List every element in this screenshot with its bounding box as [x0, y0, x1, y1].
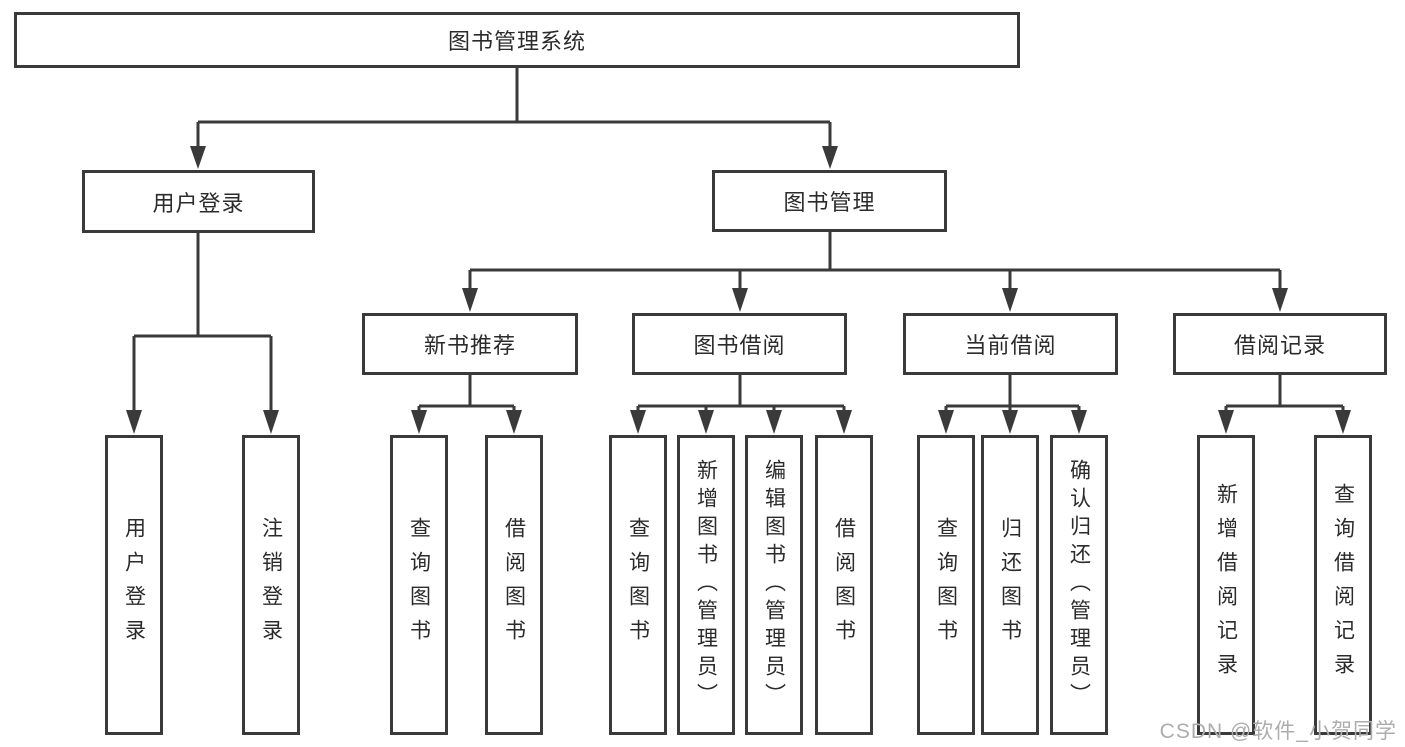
node-current-borrowing: 当前借阅 [903, 313, 1118, 375]
node-leaf-rec-add-record: 新增借阅记录 [1197, 435, 1255, 735]
node-label: 归还图书 [998, 517, 1022, 653]
arrowhead-icon [836, 410, 852, 434]
arrowhead-icon [766, 410, 782, 434]
node-leaf-bb-add-books-admin: 新增图书（管理员） [677, 435, 735, 735]
arrowhead-icon [1002, 288, 1018, 312]
node-leaf-cb-confirm-return-admin: 确认归还（管理员） [1050, 435, 1108, 735]
connector-book-mgmt-to-level3 [462, 232, 1288, 312]
node-label: 注销登录 [259, 517, 283, 653]
arrowhead-icon [630, 410, 646, 434]
arrowhead-icon [462, 288, 478, 312]
node-label: 新增借阅记录 [1214, 483, 1238, 687]
node-leaf-bb-edit-books-admin: 编辑图书（管理员） [745, 435, 803, 735]
node-label: 用户登录 [122, 517, 146, 653]
node-label: 图书管理 [783, 190, 876, 215]
node-label: 确认归还（管理员） [1067, 459, 1091, 711]
node-label: 查询图书 [407, 517, 431, 653]
node-label: 借阅记录 [1233, 333, 1326, 358]
node-label: 新书推荐 [423, 333, 516, 358]
node-leaf-cb-return-books: 归还图书 [981, 435, 1039, 735]
node-root: 图书管理系统 [14, 12, 1020, 68]
connector-book-borrowing-to-leaves [630, 375, 852, 434]
node-label: 查询借阅记录 [1331, 483, 1355, 687]
arrowhead-icon [822, 146, 838, 169]
node-label: 借阅图书 [832, 517, 856, 653]
node-user-login-group: 用户登录 [82, 170, 315, 233]
arrowhead-icon [1218, 410, 1234, 434]
node-label: 图书借阅 [693, 333, 786, 358]
arrowhead-icon [938, 410, 954, 434]
arrowhead-icon [698, 410, 714, 434]
connector-new-book-to-leaves [411, 375, 522, 434]
node-leaf-user-login: 用户登录 [105, 435, 163, 735]
connector-root-to-level2 [190, 68, 838, 169]
node-leaf-nb-query-books: 查询图书 [390, 435, 448, 735]
node-borrowing-records: 借阅记录 [1173, 313, 1387, 375]
connector-records-to-leaves [1218, 375, 1351, 434]
node-leaf-cb-query-books: 查询图书 [917, 435, 975, 735]
node-label: 查询图书 [626, 517, 650, 653]
connector-current-borrowing-to-leaves [938, 375, 1087, 434]
node-label: 用户登录 [152, 190, 245, 216]
node-label: 查询图书 [934, 517, 958, 653]
csdn-watermark: CSDN @软件_小贺同学 [1159, 720, 1397, 743]
node-book-management-group: 图书管理 [712, 170, 947, 232]
connector-user-login-to-leaves [126, 233, 279, 434]
node-leaf-bb-query-books: 查询图书 [609, 435, 667, 735]
node-leaf-logout: 注销登录 [242, 435, 300, 735]
node-label: 新增图书（管理员） [694, 459, 718, 711]
arrowhead-icon [190, 146, 206, 169]
arrowhead-icon [732, 288, 748, 312]
node-new-book-recommend: 新书推荐 [362, 313, 578, 375]
node-leaf-bb-borrow-books: 借阅图书 [815, 435, 873, 735]
arrowhead-icon [1002, 410, 1018, 434]
arrowhead-icon [126, 410, 142, 434]
node-leaf-rec-query-record: 查询借阅记录 [1314, 435, 1372, 735]
node-leaf-nb-borrow-books: 借阅图书 [485, 435, 543, 735]
arrowhead-icon [506, 410, 522, 434]
arrowhead-icon [1335, 410, 1351, 434]
node-root-label: 图书管理系统 [447, 29, 586, 54]
arrowhead-icon [263, 410, 279, 434]
node-book-borrowing: 图书借阅 [632, 313, 847, 375]
node-label: 当前借阅 [964, 333, 1057, 358]
node-label: 编辑图书（管理员） [762, 459, 786, 711]
node-label: 借阅图书 [502, 517, 526, 653]
arrowhead-icon [1071, 410, 1087, 434]
arrowhead-icon [411, 410, 427, 434]
arrowhead-icon [1272, 288, 1288, 312]
